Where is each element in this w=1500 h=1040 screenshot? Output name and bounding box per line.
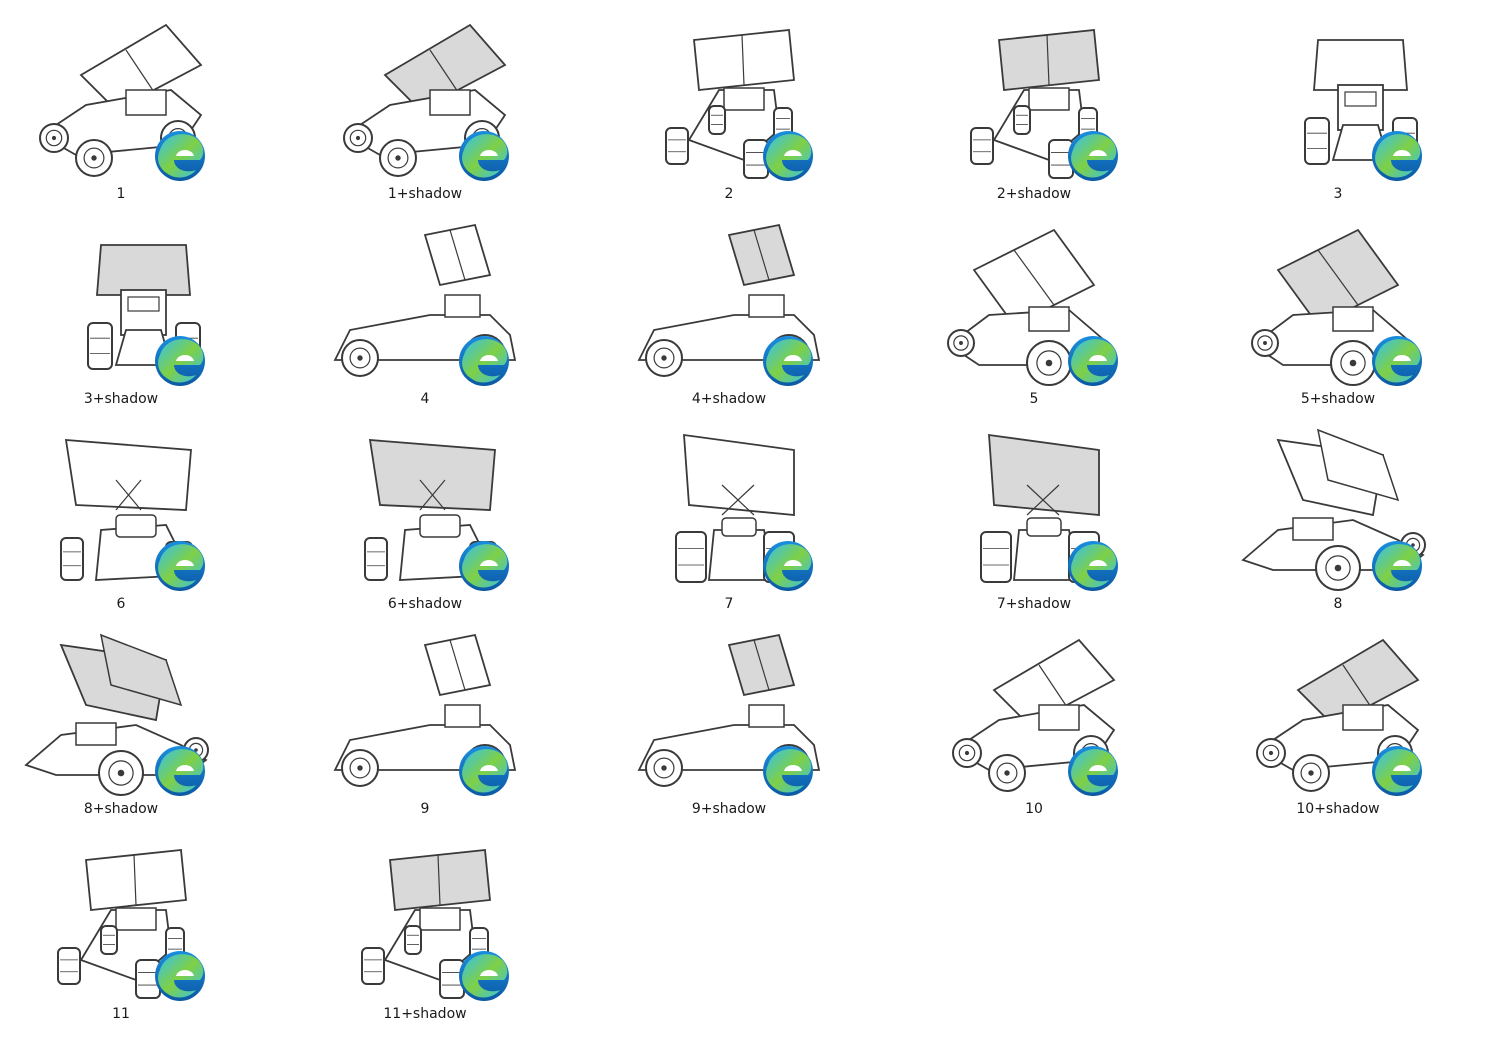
file-item[interactable]: 11+shadow [310, 830, 540, 1030]
microsoft-edge-icon [152, 128, 208, 184]
file-item[interactable]: 10+shadow [1223, 625, 1453, 825]
file-item[interactable]: 1+shadow [310, 10, 540, 210]
file-name-label: 11+shadow [383, 1006, 467, 1022]
microsoft-edge-icon [1065, 538, 1121, 594]
file-name-label: 6 [116, 596, 126, 612]
file-item[interactable]: 9+shadow [614, 625, 844, 825]
file-item[interactable]: 4 [310, 215, 540, 415]
microsoft-edge-icon [152, 538, 208, 594]
file-name-label: 9 [420, 801, 430, 817]
microsoft-edge-icon [456, 743, 512, 799]
file-name-label: 7 [724, 596, 734, 612]
file-item[interactable]: 11 [6, 830, 236, 1030]
file-name-label: 8 [1333, 596, 1343, 612]
microsoft-edge-icon [760, 333, 816, 389]
file-item[interactable]: 5 [919, 215, 1149, 415]
file-item[interactable]: 6 [6, 420, 236, 620]
microsoft-edge-icon [1065, 333, 1121, 389]
file-name-label: 7+shadow [996, 596, 1072, 612]
file-name-label: 1+shadow [387, 186, 463, 202]
file-item[interactable]: 6+shadow [310, 420, 540, 620]
file-item[interactable]: 3+shadow [6, 215, 236, 415]
file-item[interactable]: 1 [6, 10, 236, 210]
microsoft-edge-icon [456, 948, 512, 1004]
file-name-label: 5+shadow [1300, 391, 1376, 407]
file-name-label: 10+shadow [1296, 801, 1380, 817]
microsoft-edge-icon [456, 333, 512, 389]
file-item[interactable]: 4+shadow [614, 215, 844, 415]
file-name-label: 2+shadow [996, 186, 1072, 202]
microsoft-edge-icon [1369, 743, 1425, 799]
file-name-label: 4 [420, 391, 430, 407]
microsoft-edge-icon [1369, 128, 1425, 184]
microsoft-edge-icon [1369, 333, 1425, 389]
microsoft-edge-icon [760, 538, 816, 594]
microsoft-edge-icon [152, 333, 208, 389]
file-item[interactable]: 3 [1223, 10, 1453, 210]
microsoft-edge-icon [760, 743, 816, 799]
file-item[interactable]: 5+shadow [1223, 215, 1453, 415]
file-name-label: 6+shadow [387, 596, 463, 612]
file-name-label: 10 [1025, 801, 1043, 817]
microsoft-edge-icon [1065, 743, 1121, 799]
microsoft-edge-icon [456, 538, 512, 594]
microsoft-edge-icon [152, 743, 208, 799]
file-name-label: 8+shadow [83, 801, 159, 817]
file-item[interactable]: 7 [614, 420, 844, 620]
file-name-label: 9+shadow [691, 801, 767, 817]
file-item[interactable]: 7+shadow [919, 420, 1149, 620]
file-item[interactable]: 2+shadow [919, 10, 1149, 210]
file-name-label: 3 [1333, 186, 1343, 202]
microsoft-edge-icon [1369, 538, 1425, 594]
file-item[interactable]: 2 [614, 10, 844, 210]
microsoft-edge-icon [1065, 128, 1121, 184]
microsoft-edge-icon [152, 948, 208, 1004]
file-item[interactable]: 10 [919, 625, 1149, 825]
file-name-label: 3+shadow [83, 391, 159, 407]
microsoft-edge-icon [760, 128, 816, 184]
file-name-label: 4+shadow [691, 391, 767, 407]
file-item[interactable]: 8+shadow [6, 625, 236, 825]
file-name-label: 11 [112, 1006, 130, 1022]
file-item[interactable]: 8 [1223, 420, 1453, 620]
microsoft-edge-icon [456, 128, 512, 184]
file-item[interactable]: 9 [310, 625, 540, 825]
file-name-label: 2 [724, 186, 734, 202]
file-name-label: 5 [1029, 391, 1039, 407]
file-name-label: 1 [116, 186, 126, 202]
